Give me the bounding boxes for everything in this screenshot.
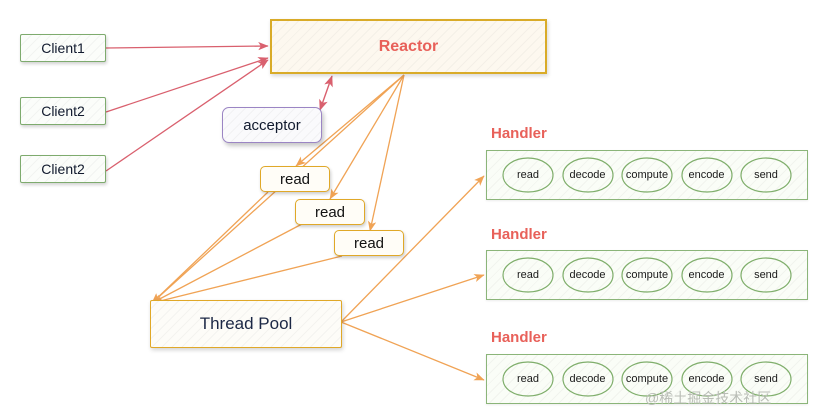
ellipse-icon — [561, 256, 615, 294]
client-box-3[interactable]: Client2 — [20, 155, 106, 183]
handler-stage-decode[interactable]: decode — [561, 360, 615, 398]
edge-read1-threadpool — [151, 191, 269, 304]
ellipse-icon — [620, 156, 674, 194]
edge-client2a-reactor — [105, 57, 269, 113]
stage-label: read — [516, 269, 540, 281]
stage-label: read — [516, 169, 540, 181]
edge-threadpool-handler2 — [340, 274, 485, 323]
stage-label: compute — [625, 169, 669, 181]
ellipse-icon — [739, 360, 793, 398]
client-box-2[interactable]: Client2 — [20, 97, 106, 125]
ellipse-icon — [680, 256, 734, 294]
ellipse-icon — [739, 256, 793, 294]
client-label: Client2 — [41, 103, 85, 119]
handler-title-3: Handler — [491, 329, 547, 346]
edge-read3-threadpool — [151, 255, 343, 305]
handler-stage-encode[interactable]: encode — [680, 256, 734, 294]
ellipse-icon — [620, 256, 674, 294]
ellipse-icon — [561, 156, 615, 194]
client-label: Client2 — [41, 161, 85, 177]
edge-threadpool-handler3 — [340, 321, 485, 381]
stage-label: decode — [569, 169, 606, 181]
stage-label: send — [754, 269, 778, 281]
thread-pool-label: Thread Pool — [199, 314, 293, 333]
handler-stage-read[interactable]: read — [501, 256, 555, 294]
stage-label: decode — [569, 269, 606, 281]
stage-label: encode — [688, 269, 725, 281]
reactor-label: Reactor — [378, 37, 439, 55]
handler-stage-compute[interactable]: compute — [620, 156, 674, 194]
read-box-3[interactable]: read — [334, 230, 404, 256]
handler-stage-send[interactable]: send — [739, 360, 793, 398]
ellipse-icon — [501, 156, 555, 194]
handler-stage-encode[interactable]: encode — [680, 156, 734, 194]
ellipse-icon — [561, 360, 615, 398]
handler-stage-read[interactable]: read — [501, 156, 555, 194]
handler-box-2[interactable]: read decode compute encode send — [486, 250, 808, 300]
ellipse-icon — [501, 360, 555, 398]
stage-label: read — [516, 373, 540, 385]
ellipse-icon — [620, 360, 674, 398]
handler-title-2: Handler — [491, 226, 547, 243]
stage-label: compute — [625, 373, 669, 385]
handler-stage-compute[interactable]: compute — [620, 256, 674, 294]
watermark: @稀土掘金技术社区 — [645, 390, 772, 406]
thread-pool-box[interactable]: Thread Pool — [150, 300, 342, 348]
handler-stage-compute[interactable]: compute — [620, 360, 674, 398]
edge-reactor-read2 — [329, 74, 405, 200]
handler-stage-send[interactable]: send — [739, 256, 793, 294]
read-box-1[interactable]: read — [260, 166, 330, 192]
stage-label: encode — [688, 373, 725, 385]
edge-client1-reactor — [105, 41, 269, 51]
ellipse-icon — [501, 256, 555, 294]
acceptor-box[interactable]: acceptor — [222, 107, 322, 143]
ellipse-icon — [680, 156, 734, 194]
handler-stage-send[interactable]: send — [739, 156, 793, 194]
handler-stage-decode[interactable]: decode — [561, 156, 615, 194]
edge-reactor-acceptor — [319, 75, 333, 111]
read-box-2[interactable]: read — [295, 199, 365, 225]
reactor-box[interactable]: Reactor — [270, 19, 547, 74]
handler-box-1[interactable]: read decode compute encode send — [486, 150, 808, 200]
client-label: Client1 — [41, 40, 85, 56]
ellipse-icon — [739, 156, 793, 194]
handler-stage-encode[interactable]: encode — [680, 360, 734, 398]
stage-label: decode — [569, 373, 606, 385]
edge-reactor-read3 — [368, 74, 405, 232]
acceptor-label: acceptor — [243, 116, 301, 134]
read-label: read — [314, 203, 346, 221]
stage-label: compute — [625, 269, 669, 281]
read-label: read — [279, 170, 311, 188]
client-box-1[interactable]: Client1 — [20, 34, 106, 62]
handler-title-1: Handler — [491, 125, 547, 142]
handler-box-3[interactable]: read decode compute encode send — [486, 354, 808, 404]
stage-label: send — [754, 373, 778, 385]
read-label: read — [353, 234, 385, 252]
ellipse-icon — [680, 360, 734, 398]
stage-label: encode — [688, 169, 725, 181]
handler-stage-read[interactable]: read — [501, 360, 555, 398]
edge-read2-threadpool — [151, 223, 303, 304]
stage-label: send — [754, 169, 778, 181]
handler-stage-decode[interactable]: decode — [561, 256, 615, 294]
